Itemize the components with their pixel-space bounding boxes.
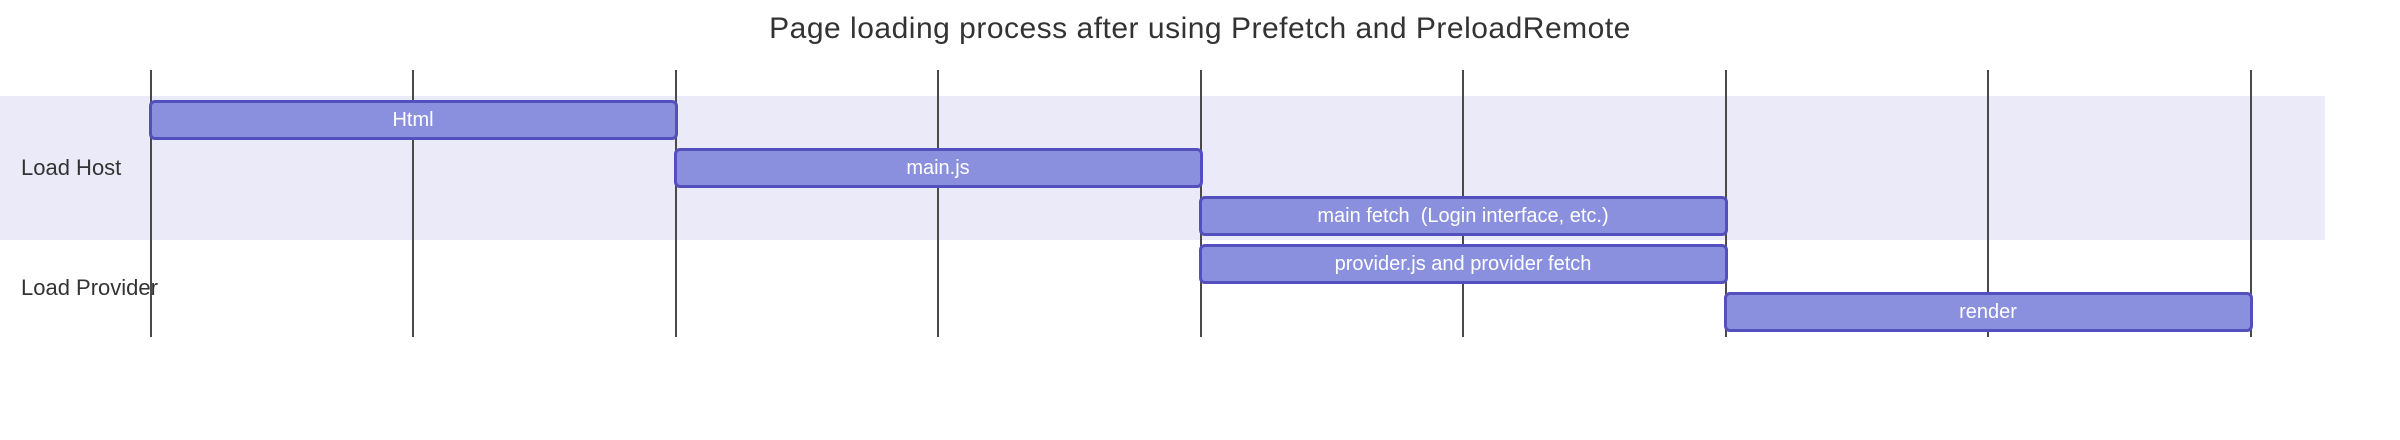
task-label: main.js <box>906 156 970 179</box>
task-bar: provider.js and provider fetch <box>1198 244 1728 284</box>
gridline <box>674 70 677 337</box>
gridline <box>937 70 939 337</box>
gridline <box>2249 70 2252 337</box>
task-label: Html <box>392 108 434 131</box>
task-label: render <box>1959 300 2017 323</box>
task-bar: main fetch (Login interface, etc.) <box>1198 196 1728 236</box>
task-bar: render <box>1723 292 2253 332</box>
section-label: Load Host <box>21 155 122 180</box>
chart-title: Page loading process after using Prefetc… <box>769 12 1631 45</box>
task-label: provider.js and provider fetch <box>1334 252 1592 275</box>
gridline <box>412 70 414 337</box>
task-label: main fetch (Login interface, etc.) <box>1317 204 1609 227</box>
task-bar: Html <box>148 100 678 140</box>
section-label: Load Provider <box>21 275 158 300</box>
task-bar: main.js <box>673 148 1203 188</box>
gridline <box>149 70 152 337</box>
gridline <box>1987 70 1989 337</box>
